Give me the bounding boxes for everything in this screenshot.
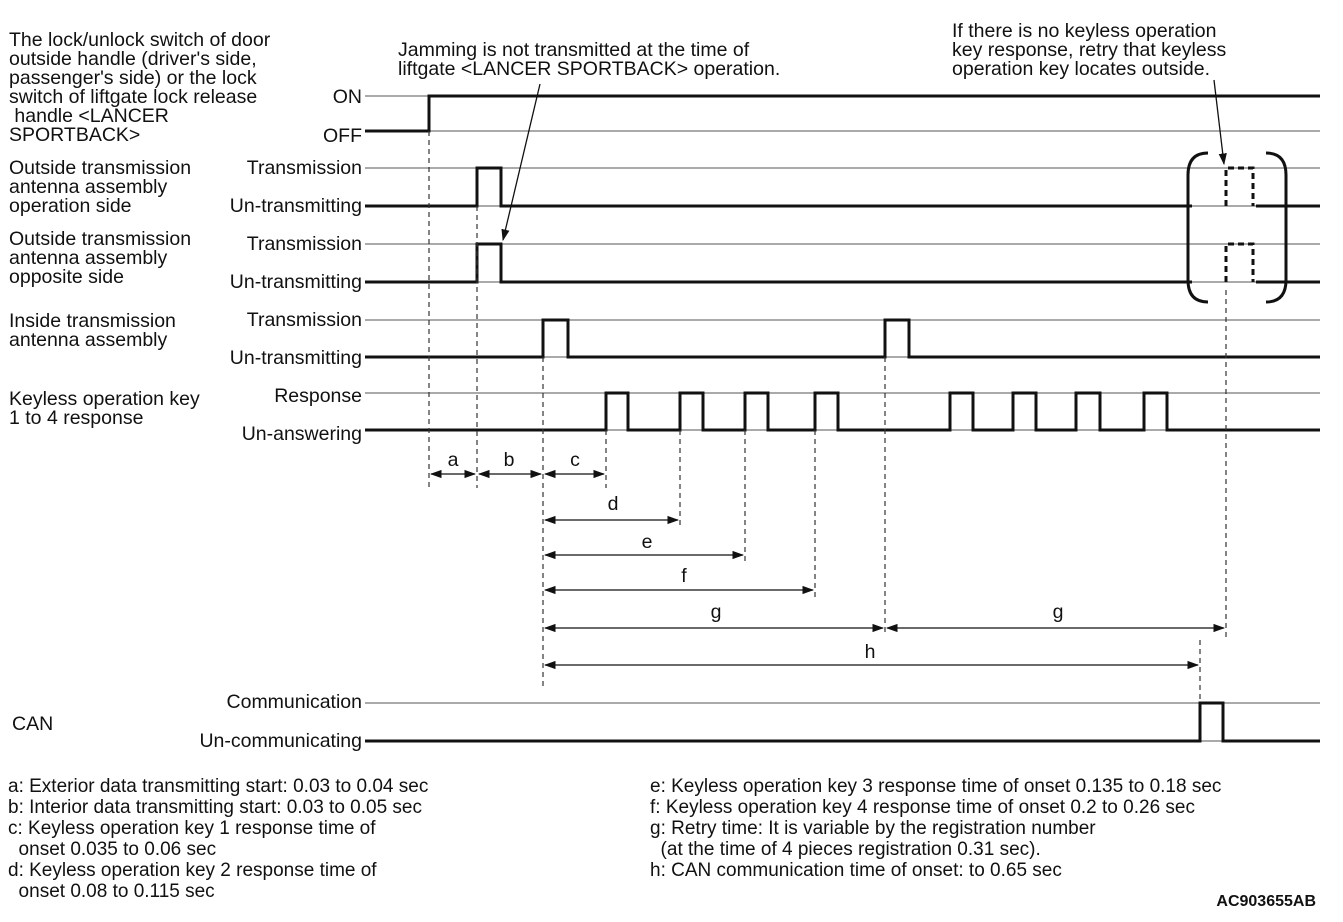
dim-h-label: h	[865, 641, 876, 663]
legend-right: e: Keyless operation key 3 response time…	[650, 776, 1227, 881]
key-response-signal-name: Keyless operation key 1 to 4 response	[9, 388, 205, 429]
inside-waveform	[365, 318, 1320, 359]
dim-g1-label: g	[711, 601, 722, 623]
outside-opposite-low-label: Un-transmitting	[230, 271, 362, 293]
dim-c-label: c	[570, 449, 580, 471]
key-response-waveform	[365, 391, 1320, 432]
dim-a-label: a	[448, 449, 459, 471]
switch-off-label: OFF	[323, 125, 362, 147]
outside-operation-signal-name: Outside transmission antenna assembly op…	[9, 157, 197, 217]
dim-g2-label: g	[1053, 601, 1064, 623]
inside-signal-name: Inside transmission antenna assembly	[9, 310, 181, 351]
can-high-label: Communication	[227, 691, 362, 713]
dim-f-label: f	[681, 565, 687, 587]
switch-signal-name: The lock/unlock switch of door outside h…	[9, 29, 276, 146]
can-low-label: Un-communicating	[199, 730, 362, 752]
inside-high-label: Transmission	[247, 309, 362, 331]
retry-pointer	[1213, 79, 1227, 166]
outside-opposite-retry-pulse	[1224, 242, 1255, 282]
jamming-pointer	[501, 83, 541, 242]
figure-code: AC903655AB	[1216, 893, 1316, 910]
key-response-high-label: Response	[274, 385, 362, 407]
dim-d-label: d	[608, 493, 619, 515]
outside-opposite-high-label: Transmission	[247, 233, 362, 255]
outside-operation-low-label: Un-transmitting	[230, 195, 362, 217]
retry-bracket-right	[1265, 151, 1288, 304]
switch-waveform	[365, 94, 1320, 133]
outside-opposite-signal-name: Outside transmission antenna assembly op…	[9, 228, 197, 288]
switch-on-label: ON	[333, 86, 362, 108]
retry-bracket-left	[1186, 151, 1209, 304]
can-waveform	[365, 701, 1320, 743]
can-signal-name: CAN	[12, 713, 53, 735]
jamming-annotation: Jamming is not transmitted at the time o…	[398, 39, 780, 80]
retry-annotation: If there is no keyless operation key res…	[952, 20, 1232, 80]
legend-left: a: Exterior data transmitting start: 0.0…	[8, 776, 434, 902]
dim-e-label: e	[642, 531, 653, 553]
outside-operation-high-label: Transmission	[247, 157, 362, 179]
outside-opposite-waveform	[365, 242, 1192, 284]
outside-operation-waveform	[365, 166, 1192, 208]
key-response-low-label: Un-answering	[242, 423, 362, 445]
outside-operation-retry-pulse	[1224, 166, 1255, 206]
inside-low-label: Un-transmitting	[230, 347, 362, 369]
dim-b-label: b	[504, 449, 515, 471]
